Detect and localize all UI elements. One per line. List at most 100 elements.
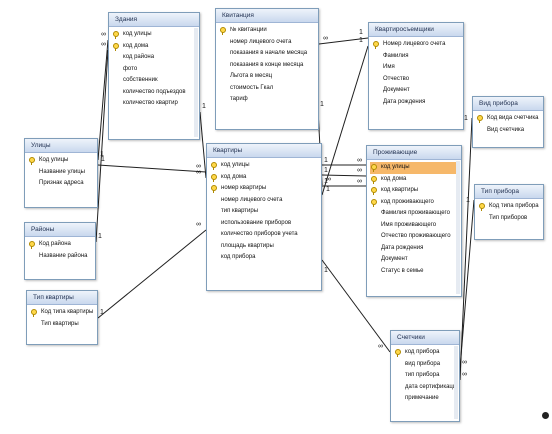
field[interactable]: Вид счетчика [487, 126, 525, 133]
table-title: Проживающие [367, 146, 461, 160]
relation-many-label: ∞ [196, 163, 201, 170]
key-field[interactable]: код дома [210, 172, 318, 184]
field[interactable]: Статус в семье [381, 267, 424, 274]
relation-line[interactable] [459, 199, 475, 369]
key-field[interactable]: код улицы [210, 160, 318, 172]
key-field[interactable]: Код района [28, 239, 92, 251]
relation-line[interactable] [97, 39, 109, 161]
key-field[interactable]: Код улицы [28, 155, 94, 167]
relation-line[interactable] [321, 45, 369, 196]
relation-many-label: ∞ [357, 178, 362, 185]
field[interactable]: тип квартиры [221, 208, 259, 214]
field[interactable]: использование приборов [221, 219, 292, 226]
field[interactable]: количество приборов учета [221, 231, 298, 237]
field[interactable]: дата сертификации [405, 383, 456, 390]
field[interactable]: Фамилия [383, 52, 409, 59]
field[interactable]: Отчество [383, 75, 410, 82]
field[interactable]: Имя [383, 64, 395, 70]
field[interactable]: тариф [230, 96, 248, 102]
field[interactable]: Льгота в месяц [230, 73, 273, 79]
relation-one-label: 1 [101, 156, 105, 163]
relation-many-label: ∞ [462, 371, 467, 378]
relation-line[interactable] [97, 229, 207, 319]
key-field[interactable]: код квартиры [370, 185, 458, 197]
key-field[interactable]: код улицы [370, 162, 458, 174]
field[interactable]: Тип приборов [489, 214, 528, 221]
relation-line[interactable] [97, 164, 207, 173]
field[interactable]: Имя проживающего [381, 221, 437, 228]
field[interactable]: Тип квартиры [41, 320, 79, 327]
field[interactable]: Фамилия проживающего [381, 210, 450, 216]
field[interactable]: количество подъездов [123, 88, 186, 95]
relation-line[interactable] [321, 259, 391, 353]
scrollbar[interactable] [454, 346, 458, 419]
key-field[interactable]: Номер лицевого счета [372, 39, 460, 51]
scrollbar[interactable] [456, 161, 460, 294]
key-field[interactable]: код дома [112, 41, 196, 53]
field[interactable]: Отчество проживающего [381, 233, 451, 239]
field[interactable]: номер лицевого счета [230, 38, 292, 45]
table-title: Квартиросъемщики [369, 23, 463, 37]
table-title: Вид прибора [473, 97, 543, 111]
field[interactable]: фото [123, 65, 138, 72]
scrollbar[interactable] [194, 28, 198, 137]
field[interactable]: код района [123, 54, 155, 60]
field[interactable]: показания в конце месяца [230, 61, 304, 68]
relation-one-label: 1 [324, 167, 328, 174]
relation-line[interactable] [199, 111, 207, 179]
table-title: Районы [25, 223, 95, 237]
relation-line[interactable] [95, 49, 109, 243]
table-title: Квартиры [207, 144, 321, 158]
field[interactable]: собственник [123, 77, 158, 83]
field[interactable]: Название района [39, 252, 88, 259]
field[interactable]: Название улицы [39, 168, 85, 175]
key-field[interactable]: Код типа прибора [478, 201, 540, 213]
field[interactable]: Документ [381, 256, 408, 262]
key-field[interactable]: код улицы [112, 29, 196, 41]
table-title: Счетчики [391, 331, 459, 345]
field[interactable]: тип прибора [405, 372, 440, 378]
field[interactable]: показания в начале месяца [230, 50, 308, 56]
field[interactable]: количество квартир [123, 100, 178, 106]
key-field[interactable]: номер квартиры [210, 183, 318, 195]
relation-line[interactable] [459, 117, 473, 381]
field[interactable]: Дата рождения [381, 244, 424, 251]
field[interactable]: площадь квартиры [221, 242, 274, 249]
key-field[interactable]: код проживающего [370, 197, 458, 209]
table-title: Тип прибора [475, 185, 543, 199]
key-field[interactable]: код дома [370, 174, 458, 186]
relation-line[interactable] [318, 37, 369, 45]
table-title: Тип квартиры [27, 291, 97, 305]
relation-many-label: ∞ [196, 221, 201, 228]
field[interactable]: стоимость Гкал [230, 84, 274, 91]
field[interactable]: вид прибора [405, 360, 441, 367]
relation-line[interactable] [321, 174, 367, 177]
key-field[interactable]: Код типа квартиры [30, 307, 94, 319]
key-field[interactable]: № квитанции [219, 25, 315, 37]
field[interactable]: номер лицевого счета [221, 196, 283, 203]
field[interactable]: Дата рождения [383, 98, 426, 105]
relation-many-label: 1 [326, 186, 330, 193]
field[interactable]: Документ [383, 87, 410, 93]
field[interactable]: Признак адреса [39, 180, 84, 186]
field[interactable]: примечание [405, 395, 439, 401]
key-field[interactable]: код прибора [394, 347, 456, 359]
key-field[interactable]: Код вида счетчика [476, 113, 540, 125]
field[interactable]: код прибора [221, 254, 256, 260]
